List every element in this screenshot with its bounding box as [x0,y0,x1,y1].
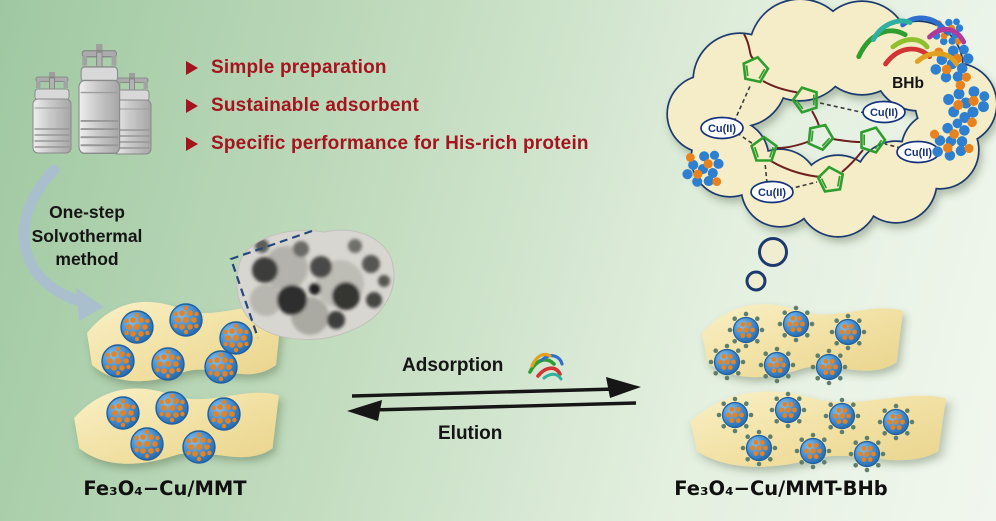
nanoparticle-icon [155,391,189,425]
autoclave-icon [32,71,72,154]
process-line: One-step [49,202,125,222]
protein-coated-nanoparticle-icon [777,305,815,343]
thought-bubble-icon [745,270,767,292]
tem-callout-dashes [229,229,313,339]
cu-ellipse [700,116,744,140]
highlight-text: Specific performance for His-rich protei… [211,133,589,154]
left-material-label: Fe₃O₄−Cu/MMT [83,477,247,500]
bhb-protein-icon [856,15,967,67]
protein-coated-nanoparticle-icon [794,432,832,470]
protein-coated-nanoparticle-icon [810,348,848,386]
nanoparticle-icon [207,397,241,431]
protein-coated-nanoparticle-icon [769,391,807,429]
bullet-arrow-icon [186,137,198,151]
protein-coated-nanoparticle-icon [829,313,867,351]
process-label: One-step Solvothermal method [18,201,156,272]
highlight-item: Sustainable adsorbent [186,94,589,118]
nanoparticle-icon [219,321,253,355]
nanoparticle-icon [151,347,185,381]
process-line: method [55,249,119,269]
right-material-label: Fe₃O₄−Cu/MMT-BHb [674,477,888,500]
elution-label: Elution [438,423,503,444]
solvothermal-arrow-icon [18,164,104,321]
nanoparticle-icon [106,396,140,430]
cu-label: Cu(II) [758,187,786,199]
thought-bubbles [745,237,788,292]
protein-coated-nanoparticle-icon [708,343,746,381]
cu-site: Cu(II) [750,180,794,204]
binding-cloud: Cu(II) Cu(II) Cu(II) Cu(II) [666,0,996,238]
highlight-text: Simple preparation [211,57,387,78]
autoclave-icon [78,43,121,155]
nanoparticle-icon [169,303,203,337]
cu-label: Cu(II) [870,107,898,119]
nanoparticle-icon [120,310,154,344]
protein-icon [528,352,564,381]
nanoparticle-icon [130,427,164,461]
cu-label: Cu(II) [708,123,736,135]
adsorption-label: Adsorption [402,355,504,376]
elution-arrow-icon [347,400,637,421]
cu-label: Cu(II) [904,147,932,159]
nanoparticle-icon [182,430,216,464]
mmt-sheets-left [74,301,282,464]
highlights-list: Simple preparation Sustainable adsorbent… [186,56,589,170]
autoclave-group [32,43,152,155]
nanoparticle-icon [204,350,238,384]
bhb-label: BHb [892,75,924,92]
protein-coated-nanoparticle-icon [877,403,915,441]
mmt-sheets-right [690,304,947,473]
nanoparticle-icon [101,344,135,378]
bullet-arrow-icon [186,99,198,113]
cu-site: Cu(II) [700,116,744,140]
cu-ellipse [862,100,906,124]
equilibrium-arrows [347,377,641,421]
polymer-chain [743,33,864,178]
protein-coated-nanoparticle-icon [758,346,796,384]
cu-site: Cu(II) [862,100,906,124]
adsorption-arrow-icon [351,377,641,398]
cu-site: Cu(II) [896,140,940,164]
protein-coated-nanoparticle-icon [727,311,765,349]
bullet-arrow-icon [186,61,198,75]
highlight-item: Simple preparation [186,56,589,80]
cu-ellipse [750,180,794,204]
protein-coated-nanoparticle-icon [823,397,861,435]
process-line: Solvothermal [31,225,143,246]
tem-micrograph [236,229,395,340]
highlight-item: Specific performance for His-rich protei… [186,132,589,156]
protein-coated-nanoparticle-icon [848,435,886,473]
protein-coated-nanoparticle-icon [740,429,778,467]
thought-bubble-icon [758,237,788,267]
highlight-text: Sustainable adsorbent [211,95,419,116]
imidazole-ring-icon [803,118,838,153]
protein-coated-nanoparticle-icon [716,396,754,434]
